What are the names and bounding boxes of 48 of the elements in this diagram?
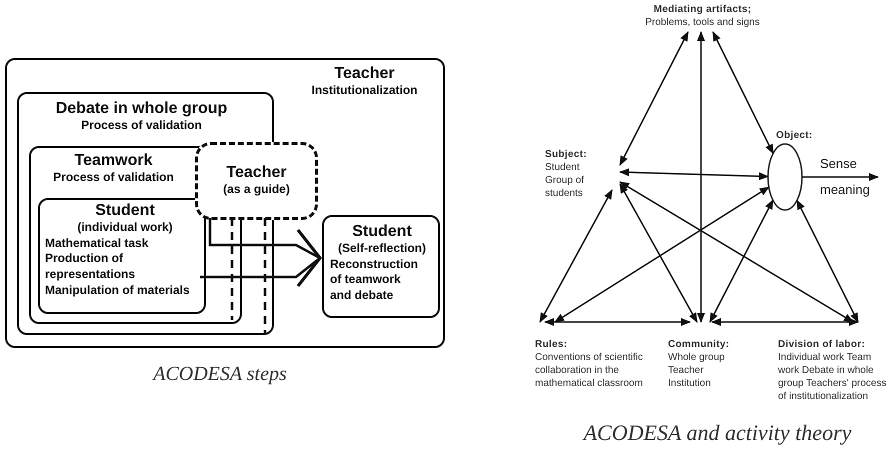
box-text: Mathematical task	[45, 236, 150, 252]
box-heading: Teacher	[333, 64, 396, 84]
box-heading: Student	[351, 222, 413, 242]
box-heading: Debate in whole group	[54, 99, 228, 118]
element-heading: Rules:	[535, 338, 568, 351]
box-heading: Teacher	[225, 163, 288, 182]
box-subheading: (Self-reflection)	[336, 241, 427, 257]
arrow	[709, 199, 774, 323]
box-heading: Teamwork	[74, 151, 154, 170]
element-text: Individual work Team work Debate in whole group Teachers' process of institutionalization	[778, 351, 888, 403]
arrow	[711, 318, 859, 326]
figure-caption: ACODESA and activity theory	[582, 420, 852, 446]
element-text: Conventions of scientific collaboration in the mathematical classroom	[535, 351, 644, 390]
element-heading: Division of labor:	[778, 338, 866, 351]
element-heading: Subject:	[545, 148, 588, 161]
element-text: Student Group of students	[545, 161, 585, 200]
arrow	[697, 31, 705, 323]
arrow	[208, 218, 322, 288]
arrow	[539, 189, 613, 323]
box-subheading: (individual work)	[76, 220, 174, 236]
dashed-line	[230, 218, 234, 320]
element-heading: Object:	[776, 129, 814, 142]
element-text: Problems, tools and signs	[644, 16, 761, 29]
box-text: Manipulation of materials	[45, 282, 191, 298]
box-heading: Student	[94, 201, 156, 220]
guide-box	[195, 142, 318, 220]
box-text: Production of representations	[45, 251, 136, 283]
dashed-line	[264, 218, 266, 333]
arrow	[712, 31, 774, 154]
box-subheading: Process of validation	[52, 170, 175, 186]
element-heading: Mediating artifacts;	[652, 3, 752, 16]
arrow	[619, 183, 698, 323]
arrow	[619, 31, 689, 166]
edge-label: Sense meaning	[820, 155, 871, 199]
arrow	[554, 186, 770, 323]
figure-caption: ACODESA steps	[151, 363, 288, 386]
arrow	[802, 173, 879, 181]
box-text: Reconstruction of teamwork and debate	[330, 256, 420, 304]
box-subheading: Process of validation	[80, 118, 203, 134]
step-box	[322, 215, 440, 318]
arrow	[619, 168, 769, 180]
element-heading: Community:	[668, 338, 730, 351]
box-subheading: Institutionalization	[310, 83, 418, 99]
arrow	[544, 318, 691, 326]
arrow	[796, 200, 859, 323]
box-subheading: (as a guide)	[222, 182, 291, 198]
step-box	[5, 58, 445, 348]
element-text: Whole group Teacher Institution	[668, 351, 726, 390]
